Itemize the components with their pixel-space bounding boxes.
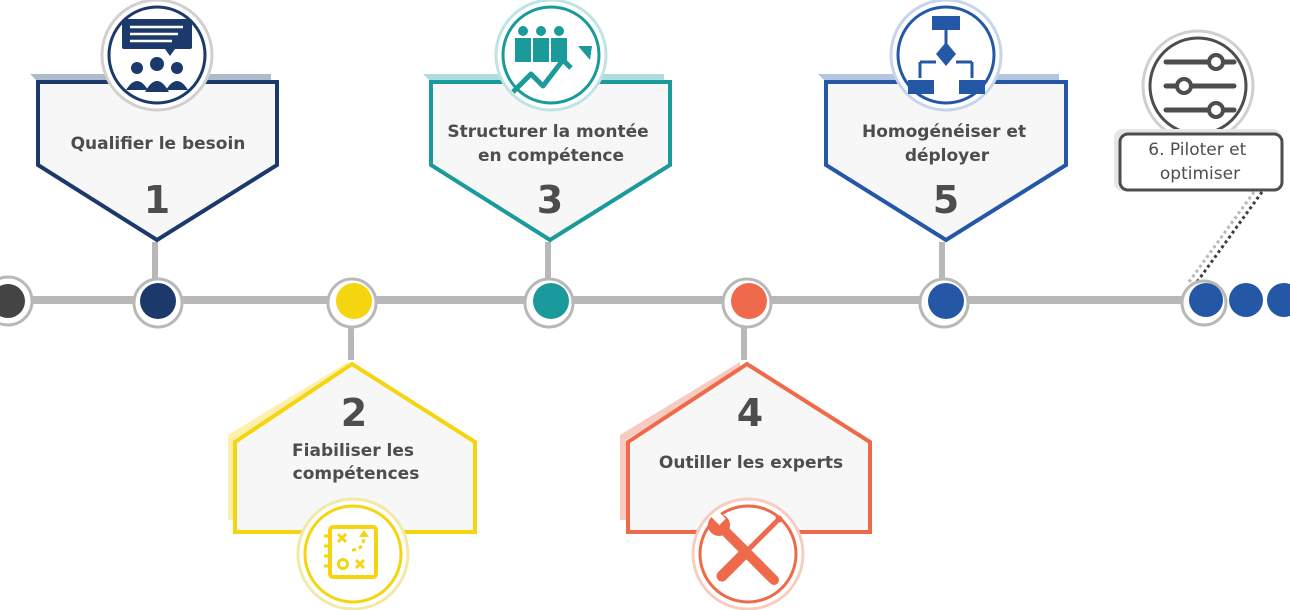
timeline-start-dot [0, 275, 34, 327]
step-4-number: 4 [737, 391, 763, 435]
step-4: 4 Outiller les experts [620, 277, 872, 610]
step-2-number: 2 [341, 391, 367, 435]
flowchart-icon [889, 0, 1003, 112]
strategy-board-icon [296, 497, 410, 610]
step-1: Qualifier le besoin 1 [30, 0, 279, 329]
step-6-dotted-connector [1195, 191, 1264, 283]
step-2-card: 2 Fiabiliser les compétences [228, 361, 477, 534]
step-5-card: Homogénéiser et déployer 5 [818, 74, 1068, 243]
step-4-title: Outiller les experts [659, 453, 843, 473]
step-1-node [132, 277, 184, 329]
step-3-node [523, 277, 575, 329]
wrench-screwdriver-icon [691, 497, 805, 610]
meeting-presentation-icon [100, 0, 214, 112]
step-6-label-box: 6. Piloter et optimiser [1114, 129, 1284, 192]
step-6: 6. Piloter et optimiser [1114, 29, 1290, 327]
step-2-node [326, 277, 378, 329]
step-3-title: Structurer la montée en compétence [447, 122, 654, 166]
step-5: Homogénéiser et déployer 5 [818, 0, 1068, 329]
step-5-number: 5 [933, 178, 959, 222]
step-2-title: Fiabiliser les compétences [292, 441, 420, 484]
step-5-node [918, 277, 970, 329]
team-growth-icon [494, 0, 608, 112]
step-2: 2 Fiabiliser les compétences [228, 277, 477, 610]
step-3: Structurer la montée en compétence 3 [423, 0, 672, 329]
step-6-title: 6. Piloter et optimiser [1148, 140, 1251, 184]
step-4-card: 4 Outiller les experts [620, 361, 872, 534]
step-1-number: 1 [144, 178, 170, 222]
step-3-number: 3 [537, 178, 563, 222]
step-3-card: Structurer la montée en compétence 3 [423, 74, 672, 243]
step-5-title: Homogénéiser et déployer [862, 122, 1032, 166]
step-4-node [721, 277, 773, 329]
step-1-card: Qualifier le besoin 1 [30, 74, 279, 243]
timeline-end-dots [1180, 279, 1290, 327]
step-1-title: Qualifier le besoin [71, 134, 246, 154]
sliders-icon [1141, 29, 1255, 143]
